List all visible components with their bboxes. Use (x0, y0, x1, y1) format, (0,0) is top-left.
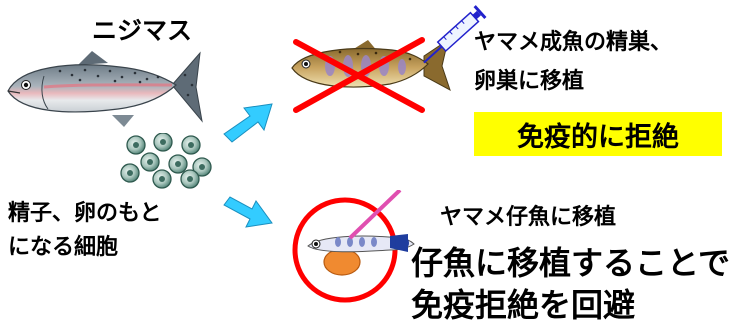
conclusion-text-2: 免疫拒絶を回避 (411, 286, 636, 324)
adult-transplant-label: ヤマメ成魚の精巣、 (474, 30, 673, 55)
germ-cells-icon (120, 133, 212, 189)
adult-transplant-label-2: 卵巣に移植 (474, 69, 585, 94)
juvenile-fish-icon (292, 190, 415, 303)
rainbow-trout-label: ニジマス (92, 16, 193, 45)
rainbow-trout-icon (7, 51, 203, 127)
germ-cells-label: 精子、卵のもと (8, 201, 162, 226)
adult-yamame-icon (291, 37, 451, 113)
immune-rejection-text: 免疫的に拒絶 (517, 121, 679, 153)
conclusion-text: 仔魚に移植することで (411, 244, 729, 282)
germ-cells-label-2: になる細胞 (8, 235, 119, 260)
arrow-up-right-icon (223, 103, 273, 143)
x-mark-line-2 (293, 37, 425, 113)
syringe-icon (423, 5, 487, 64)
immune-rejection-box: 免疫的に拒絶 (474, 112, 722, 156)
arrow-down-right-icon (223, 196, 273, 228)
juvenile-transplant-label: ヤマメ仔魚に移植 (440, 205, 617, 230)
